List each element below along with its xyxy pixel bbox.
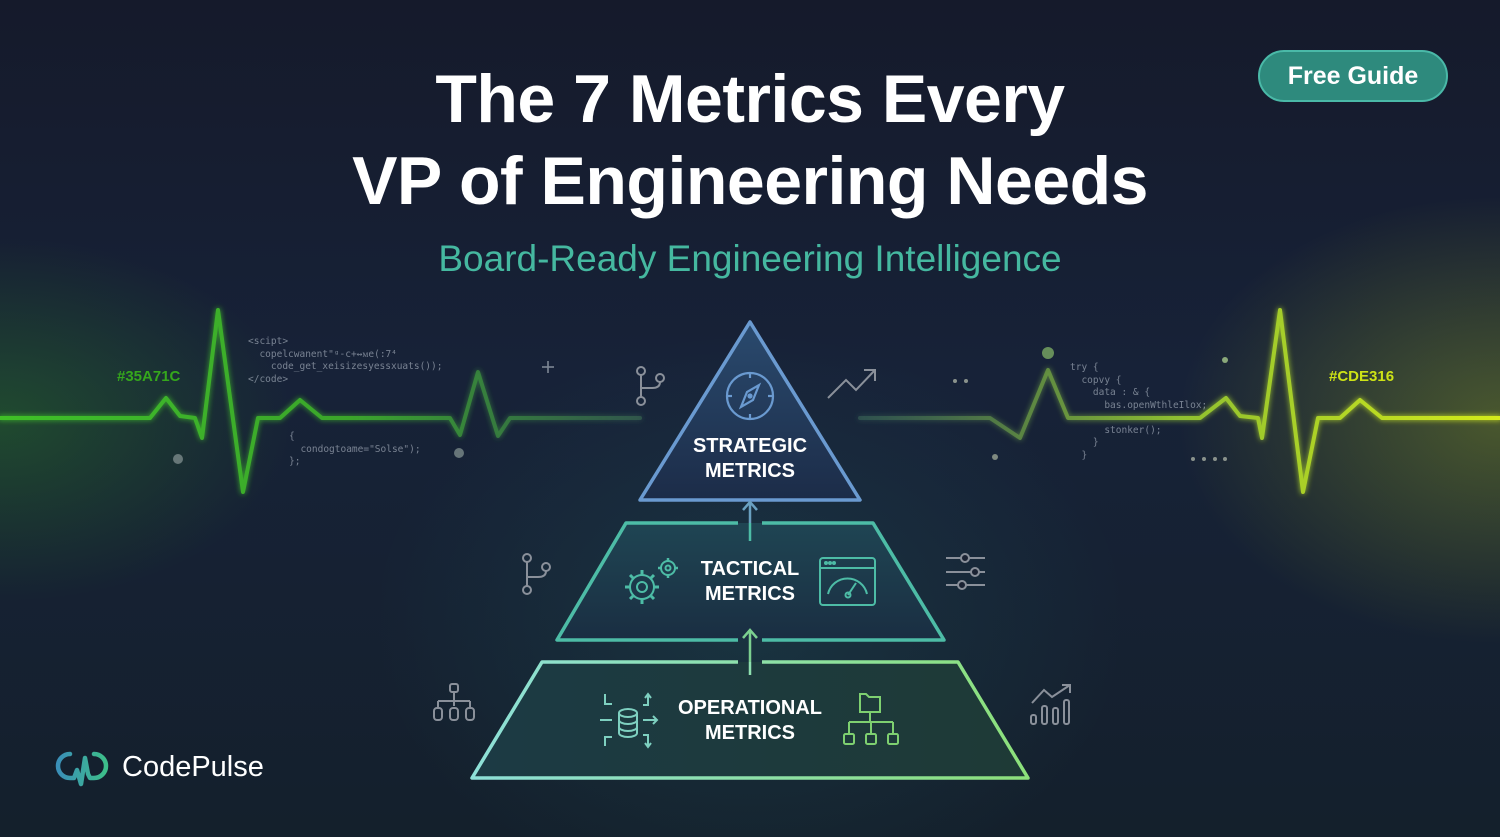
pulse-line-right xyxy=(858,308,1500,494)
page-title: The 7 Metrics Every VP of Engineering Ne… xyxy=(0,58,1500,222)
tier-label-line2: METRICS xyxy=(705,722,795,744)
title-line-2: VP of Engineering Needs xyxy=(352,143,1148,219)
tier-label-strategic: STRATEGIC METRICS xyxy=(650,434,850,484)
code-snippet-right: try { copvy { data : & { bas.openWthleIl… xyxy=(1070,362,1208,461)
pulse-line-left xyxy=(0,308,642,494)
tier-label-line2: METRICS xyxy=(705,460,795,482)
hex-label-left: #35A71C xyxy=(117,368,181,385)
code-snippet-left-top: <scipt> copelcwanent"ᵍ-c+↔ᴍe(:7⁴ code_ge… xyxy=(248,336,443,385)
git-branch-icon xyxy=(636,366,665,406)
tier-label-line1: TACTICAL xyxy=(700,558,800,580)
dot-decoration xyxy=(173,454,183,464)
code-snippet-left-bottom: { condogtoame="Solse"); }; xyxy=(289,431,421,467)
org-chart-icon xyxy=(433,683,475,721)
tier-label-line1: STRATEGIC xyxy=(692,435,808,457)
pyramid-tier-operational xyxy=(470,660,1030,780)
codepulse-logo-icon xyxy=(55,751,109,787)
folder-hierarchy-icon xyxy=(843,693,899,745)
title-line-1: The 7 Metrics Every xyxy=(435,61,1065,137)
sliders-icon xyxy=(946,553,985,590)
trend-up-icon xyxy=(827,369,876,399)
tier-label-operational: OPERATIONAL METRICS xyxy=(650,696,850,746)
pyramid-tier-strategic xyxy=(638,320,862,502)
compass-icon xyxy=(725,371,775,421)
pyramid-tier-tactical xyxy=(555,521,946,642)
database-flow-icon xyxy=(600,692,659,749)
git-branch-icon xyxy=(522,553,551,595)
dot-decoration xyxy=(454,448,464,458)
ellipsis-dots xyxy=(953,379,1227,461)
plus-icon xyxy=(542,361,554,373)
dot-decoration xyxy=(1222,357,1228,363)
brand-logo: CodePulse xyxy=(52,746,264,788)
subtitle: Board-Ready Engineering Intelligence xyxy=(438,238,1062,279)
brand-name: CodePulse xyxy=(122,750,264,783)
dot-decoration xyxy=(1042,347,1054,359)
dashboard-gauge-icon xyxy=(819,557,876,606)
dot-decoration xyxy=(992,454,998,460)
tier-label-line1: OPERATIONAL xyxy=(677,697,823,719)
hex-label-right: #CDE316 xyxy=(1329,368,1395,385)
free-guide-badge[interactable]: Free Guide xyxy=(1258,50,1448,102)
gears-icon xyxy=(625,558,678,604)
tier-label-line2: METRICS xyxy=(705,583,795,605)
bar-chart-trend-icon xyxy=(1030,684,1071,725)
tier-label-tactical: TACTICAL METRICS xyxy=(650,557,850,607)
